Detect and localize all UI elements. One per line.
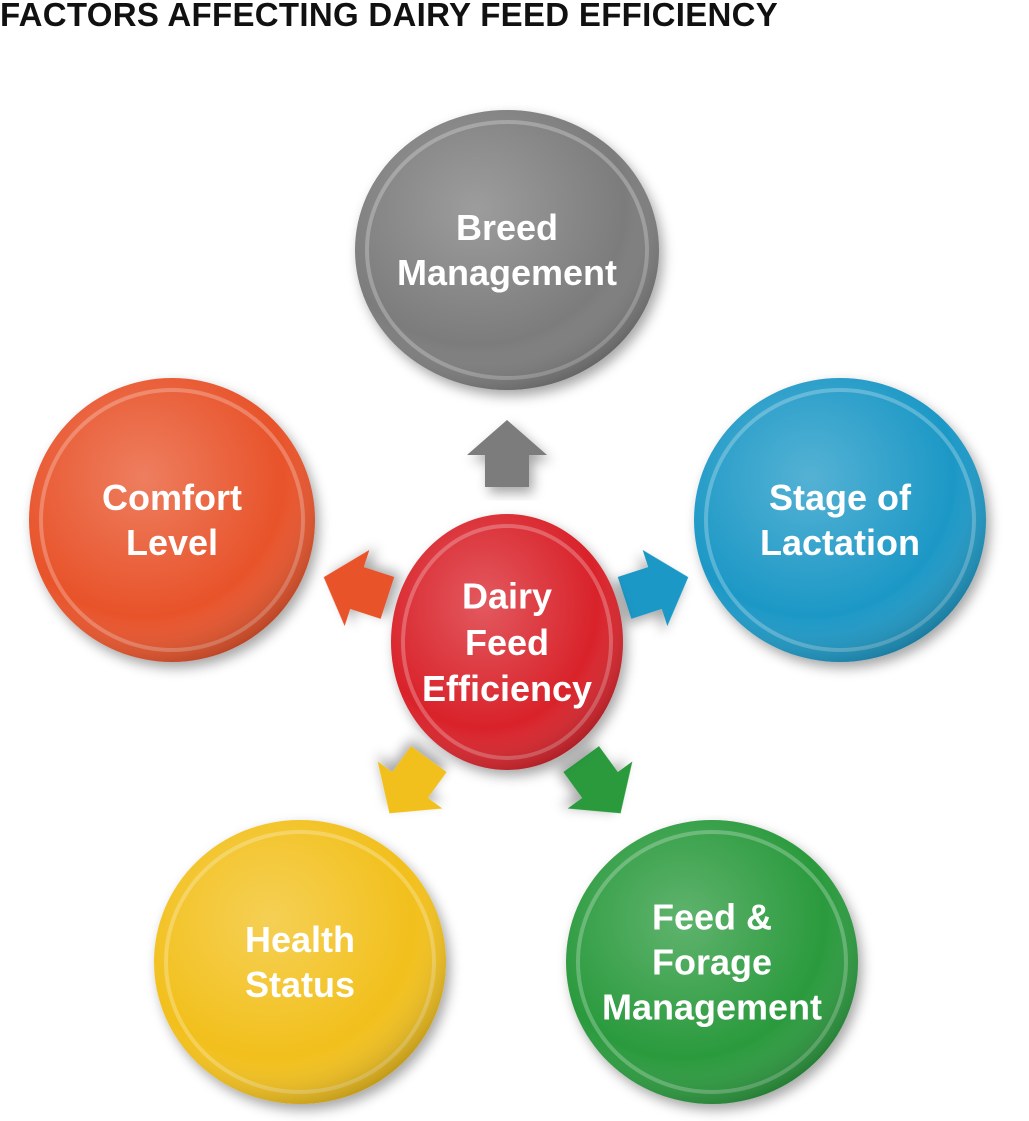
center-dairy-feed-efficiency-label-line: Dairy <box>462 576 552 617</box>
center-dairy-feed-efficiency-label-line: Feed <box>465 622 549 663</box>
factor-comfort-label-line: Comfort <box>102 477 242 518</box>
factor-feed-label-line: Management <box>602 987 822 1028</box>
factor-health-label-line: Health <box>245 919 355 960</box>
factor-breed-gloss <box>355 110 659 390</box>
health-arrow-icon <box>377 746 447 814</box>
center-dairy-feed-efficiency-label-line: Efficiency <box>422 668 592 709</box>
factor-feed-gloss <box>566 820 858 1104</box>
comfort-arrow-icon <box>323 549 395 627</box>
diagram-title: FACTORS AFFECTING DAIRY FEED EFFICIENCY <box>0 0 779 33</box>
factor-health-gloss <box>154 820 446 1104</box>
factor-breed-label-line: Management <box>397 252 617 293</box>
factor-feed-label-line: Feed & <box>652 897 772 938</box>
factor-health-label-line: Status <box>245 964 355 1005</box>
lactation-arrow-icon <box>617 549 689 627</box>
factor-lactation-label-line: Stage of <box>769 477 912 518</box>
center-dairy-feed-efficiency-gloss <box>391 514 623 770</box>
factor-comfort-gloss <box>29 378 315 662</box>
factor-feed-label-line: Forage <box>652 942 772 983</box>
factor-lactation-label-line: Lactation <box>760 522 920 563</box>
factor-breed-label-line: Breed <box>456 207 558 248</box>
breed-arrow-icon <box>467 420 547 487</box>
feed-arrow-icon <box>563 746 633 814</box>
factor-lactation-gloss <box>694 378 986 662</box>
factor-comfort-label-line: Level <box>126 522 218 563</box>
